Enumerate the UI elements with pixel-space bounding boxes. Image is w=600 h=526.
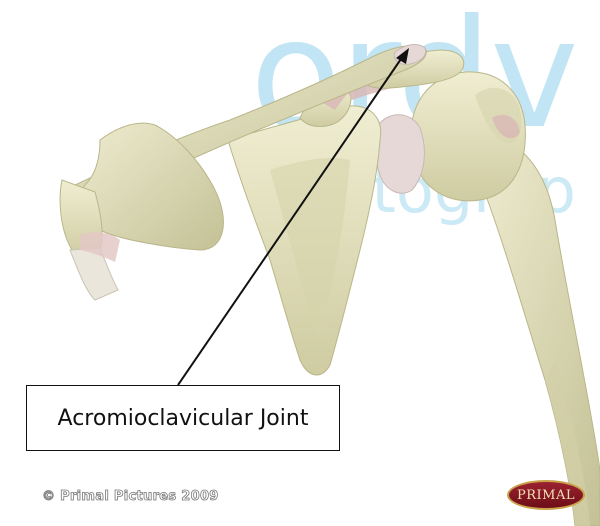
structure-label: Acromioclavicular Joint — [58, 406, 309, 431]
copyright-notice: © Primal Pictures 2009 — [42, 489, 219, 504]
brand-logo: PRIMAL — [507, 480, 585, 510]
glenoid-cartilage — [375, 115, 425, 193]
brand-logo-text: PRIMAL — [517, 488, 575, 503]
label-box: Acromioclavicular Joint — [26, 385, 340, 451]
